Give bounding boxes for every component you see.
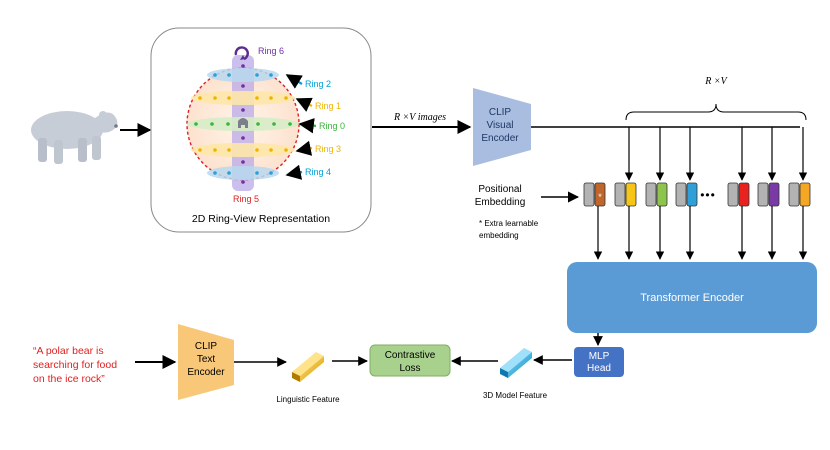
mlp-head	[574, 347, 624, 377]
clip-text-encoder	[178, 324, 234, 400]
token-5	[757, 127, 780, 260]
ring-6-annotation: Ring 6	[258, 46, 284, 56]
feature-token	[625, 182, 637, 207]
images-label: R ×V images	[393, 112, 446, 123]
feature-token	[594, 182, 606, 207]
position-token	[757, 182, 769, 207]
ring-6-label: Ring 6	[258, 46, 284, 56]
model-feature-label: 3D Model Feature	[483, 391, 548, 400]
position-token	[645, 182, 657, 207]
ring-4-annotation: Ring 4	[285, 164, 331, 180]
linguistic-label: Linguistic Feature	[276, 395, 340, 404]
token-3	[675, 127, 698, 260]
clip-text-line3: Encoder	[187, 367, 225, 378]
feature-token	[738, 182, 750, 207]
transformer-label: Transformer Encoder	[640, 292, 744, 304]
position-token	[788, 182, 800, 207]
rv-label: R ×V	[704, 76, 728, 87]
feature-token	[656, 182, 668, 207]
clip-text-line2: Text	[197, 354, 216, 365]
positional-line2: Embedding	[475, 197, 526, 208]
linguistic-feature-bar	[292, 352, 324, 382]
clip-visual-line2: Visual	[486, 120, 513, 131]
feature-token	[768, 182, 780, 207]
ring-view-caption: 2D Ring-View Representation	[192, 213, 330, 225]
clip-visual-line1: CLIP	[489, 107, 512, 118]
token-2	[645, 127, 668, 260]
extra-note-line2: embedding	[479, 231, 519, 240]
contrastive-loss	[369, 344, 451, 377]
positional-line1: Positional	[478, 184, 521, 195]
feature-token	[686, 182, 698, 207]
ring-2-label: Ring 2	[305, 79, 331, 89]
ring-0-annotation: Ring 0	[298, 118, 345, 134]
ring-3-annotation: Ring 3	[295, 140, 341, 156]
position-token	[675, 182, 687, 207]
polar-bear-image	[31, 111, 118, 164]
caption-line3: on the ice rock”	[33, 373, 105, 385]
ring-1-label: Ring 1	[315, 101, 341, 111]
token-0: *	[583, 182, 606, 260]
extra-note-line1: * Extra learnable	[479, 219, 539, 228]
extra-token-star: *	[598, 192, 602, 202]
contrastive-line2: Loss	[399, 363, 420, 374]
clip-visual-line3: Encoder	[481, 133, 519, 144]
mlp-line2: Head	[587, 363, 611, 374]
transformer-encoder	[567, 262, 817, 333]
ring-2-annotation: Ring 2	[285, 74, 331, 89]
token-sequence: *	[583, 127, 811, 260]
caption-line2: searching for food	[33, 359, 117, 371]
rv-brace	[625, 103, 807, 121]
ring-4-label: Ring 4	[305, 167, 331, 177]
ring-1-annotation: Ring 1	[295, 97, 341, 112]
contrastive-line1: Contrastive	[385, 350, 436, 361]
token-4	[727, 127, 750, 260]
ring-5-annotation: Ring 5	[233, 194, 259, 204]
model-feature-bar	[500, 348, 532, 378]
ring-5-label: Ring 5	[233, 194, 259, 204]
position-token	[583, 182, 595, 207]
clip-visual-encoder	[473, 88, 531, 166]
clip-text-line1: CLIP	[195, 341, 218, 352]
position-token	[727, 182, 739, 207]
feature-token	[799, 182, 811, 207]
ring-3-label: Ring 3	[315, 144, 341, 154]
token-1	[614, 127, 637, 260]
position-token	[614, 182, 626, 207]
ring-view-sphere	[186, 46, 300, 191]
ring-0-label: Ring 0	[319, 121, 345, 131]
mlp-line1: MLP	[589, 351, 610, 362]
caption-line1: “A polar bear is	[33, 345, 104, 357]
token-6	[788, 127, 811, 260]
token-ellipsis: •••	[700, 188, 716, 202]
